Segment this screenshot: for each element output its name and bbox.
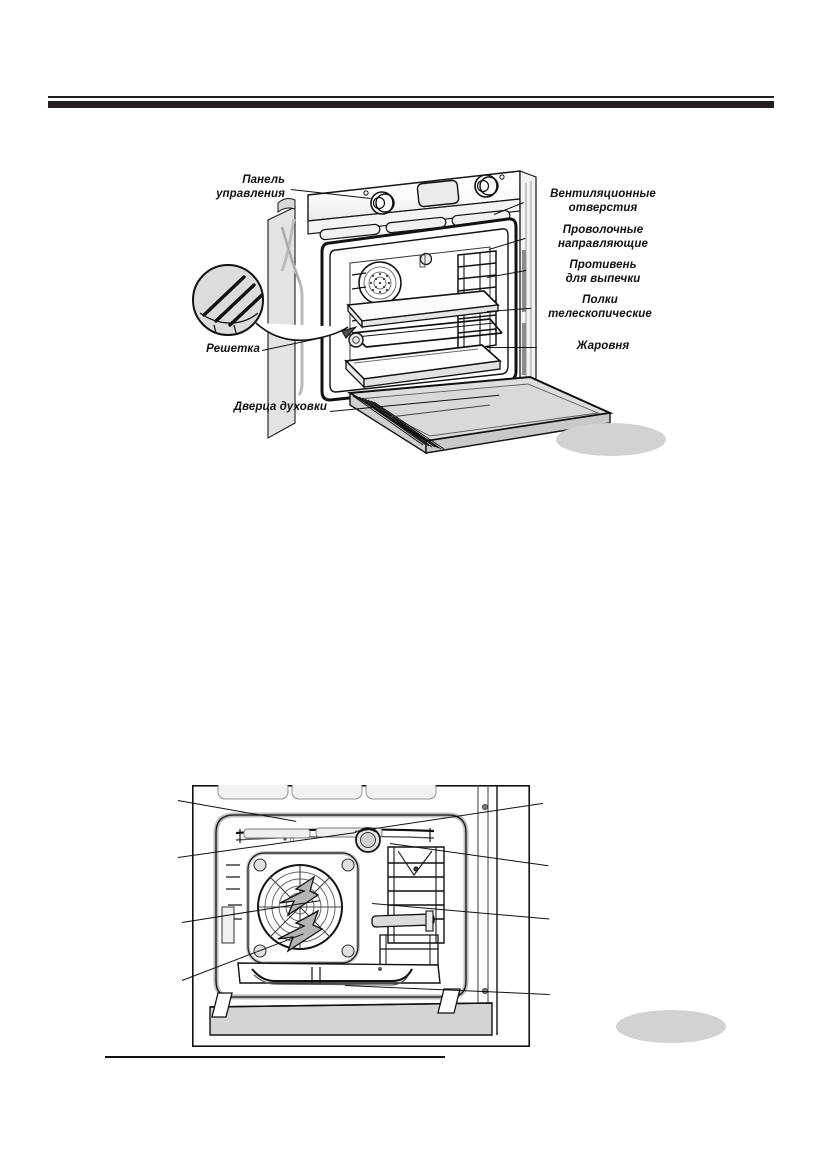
oven-front-right-frame [519,170,537,392]
label-wire-guides: Проволочные направляющие [558,224,648,250]
oven-door-open[interactable] [346,375,614,455]
oven-left-side-panel [267,198,304,439]
baking-tray [346,290,500,329]
page-marker-upper [556,423,666,456]
header-rule-thick [48,101,774,108]
header-rule-thin [48,96,774,98]
label-vent-openings: Вентиляционные отверстия [550,188,656,214]
label-baking-tray: Противень для выпечки [565,259,641,285]
label-telescopic-shelves: Полки телескопические [548,294,652,320]
shelf-handle-bar [371,910,435,932]
cavity-left-fitting [348,332,364,348]
control-display [416,179,460,208]
oven-overview-drawing [192,170,614,455]
page-marker-lower [616,1010,726,1043]
oven-lamp [355,827,381,853]
control-knob-left[interactable] [363,190,395,215]
cavity-top-vent-bars [217,785,437,800]
telescopic-shelves [351,318,503,348]
magnifier-pointer-arrow [341,326,358,339]
label-oven-door: Дверца духовки [233,401,327,413]
oven-cavity-drawing: D [192,785,530,1047]
label-control-panel: Панель управления [216,174,285,200]
footer-rule [105,1056,445,1058]
rack-detail-magnifier [192,264,264,336]
header-divider [48,96,774,108]
convection-fan [257,864,343,953]
figure-oven-cavity: D [192,785,530,1047]
label-rack: Решетка [206,343,260,355]
bottom-heating-element [237,962,441,986]
leader-roasting-pan [487,347,537,348]
label-roasting-pan: Жаровня [576,340,630,352]
control-knob-right[interactable] [474,174,505,198]
roasting-pan [344,344,502,389]
airflow-arrow-upper [279,875,320,917]
figure-oven-overview [190,155,630,465]
cavity-door-sill [209,988,493,1036]
